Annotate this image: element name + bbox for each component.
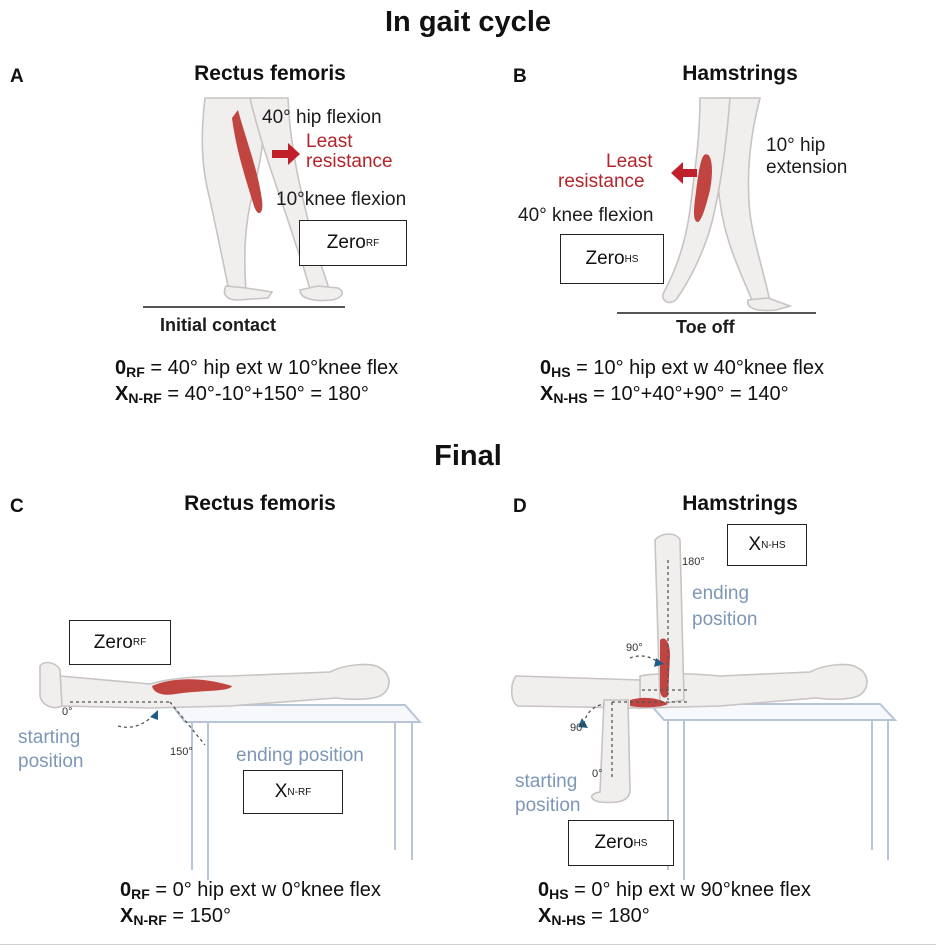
panel-letter-c: C: [10, 496, 24, 517]
panel-b-resistance: resistance: [558, 171, 645, 192]
panel-d-ending: ending: [692, 583, 750, 604]
panel-c-position: position: [18, 751, 84, 772]
panel-a-resistance: resistance: [306, 151, 393, 172]
hamstring-muscle-b: [694, 154, 712, 222]
rotation-arrow-d1: [654, 658, 664, 667]
panel-b-hip-1: 10° hip: [766, 135, 826, 156]
rectus-femoris-muscle-c: [152, 679, 232, 695]
panel-d-eq2: XN-HS = 180°: [538, 905, 650, 928]
panel-letter-a: A: [10, 66, 24, 87]
panel-d-eq1: 0HS = 0° hip ext w 90°knee flex: [538, 879, 811, 902]
red-arrow-right-icon: [272, 143, 300, 165]
panel-a-eq2: XN-RF = 40°-10°+150° = 180°: [115, 383, 369, 406]
angle-90-d-lower: 90°: [570, 722, 587, 734]
red-arrow-left-icon: [671, 162, 697, 184]
bottom-divider: [0, 944, 936, 945]
angle-0-d: 0°: [592, 768, 603, 780]
panel-c-eq2: XN-RF = 150°: [120, 905, 231, 928]
angle-150-c: 150°: [170, 746, 193, 758]
angle-90-d-upper: 90°: [626, 642, 643, 654]
panel-a-title: Rectus femoris: [194, 62, 346, 85]
panel-d-start-position: position: [515, 795, 581, 816]
table-d: [647, 703, 898, 880]
panel-b-phase: Toe off: [676, 317, 735, 337]
panel-c-starting: starting: [18, 727, 81, 748]
panel-b-least: Least: [606, 151, 653, 172]
rotation-arrow-d2: [578, 718, 588, 728]
panel-a-hip-flexion: 40° hip flexion: [262, 107, 382, 128]
panel-letter-d: D: [513, 496, 527, 517]
figure-b-leg: [662, 97, 793, 312]
rectus-femoris-muscle-a: [232, 110, 263, 214]
rotation-arrow-c: [150, 710, 158, 720]
figure-d-body: [510, 533, 868, 804]
panel-d-position: position: [692, 609, 758, 630]
panel-a-least: Least: [306, 131, 353, 152]
panel-a-phase: Initial contact: [160, 315, 277, 335]
panel-c-ending-position: ending position: [236, 745, 364, 766]
panel-b-eq1: 0HS = 10° hip ext w 40°knee flex: [540, 357, 824, 380]
panel-c-eq1: 0RF = 0° hip ext w 0°knee flex: [120, 879, 381, 902]
table-c: [169, 704, 423, 880]
panel-a-knee-flexion: 10°knee flexion: [276, 189, 407, 210]
panel-a-eq1: 0RF = 40° hip ext w 10°knee flex: [115, 357, 399, 380]
panel-d-title: Hamstrings: [682, 492, 798, 515]
panel-b-title: Hamstrings: [682, 62, 798, 85]
panel-b-hip-2: extension: [766, 157, 848, 178]
angle-180-d: 180°: [682, 556, 705, 568]
panel-b-knee-flexion: 40° knee flexion: [518, 205, 654, 226]
angle-guides-d: [583, 560, 690, 780]
panel-d-starting: starting: [515, 771, 578, 792]
angle-0-c: 0°: [62, 706, 73, 718]
panel-c-title: Rectus femoris: [184, 492, 336, 515]
panel-letter-b: B: [513, 66, 527, 87]
title-final: Final: [434, 440, 502, 472]
panel-b-eq2: XN-HS = 10°+40°+90° = 140°: [540, 383, 789, 406]
title-in-gait-cycle: In gait cycle: [384, 6, 551, 38]
